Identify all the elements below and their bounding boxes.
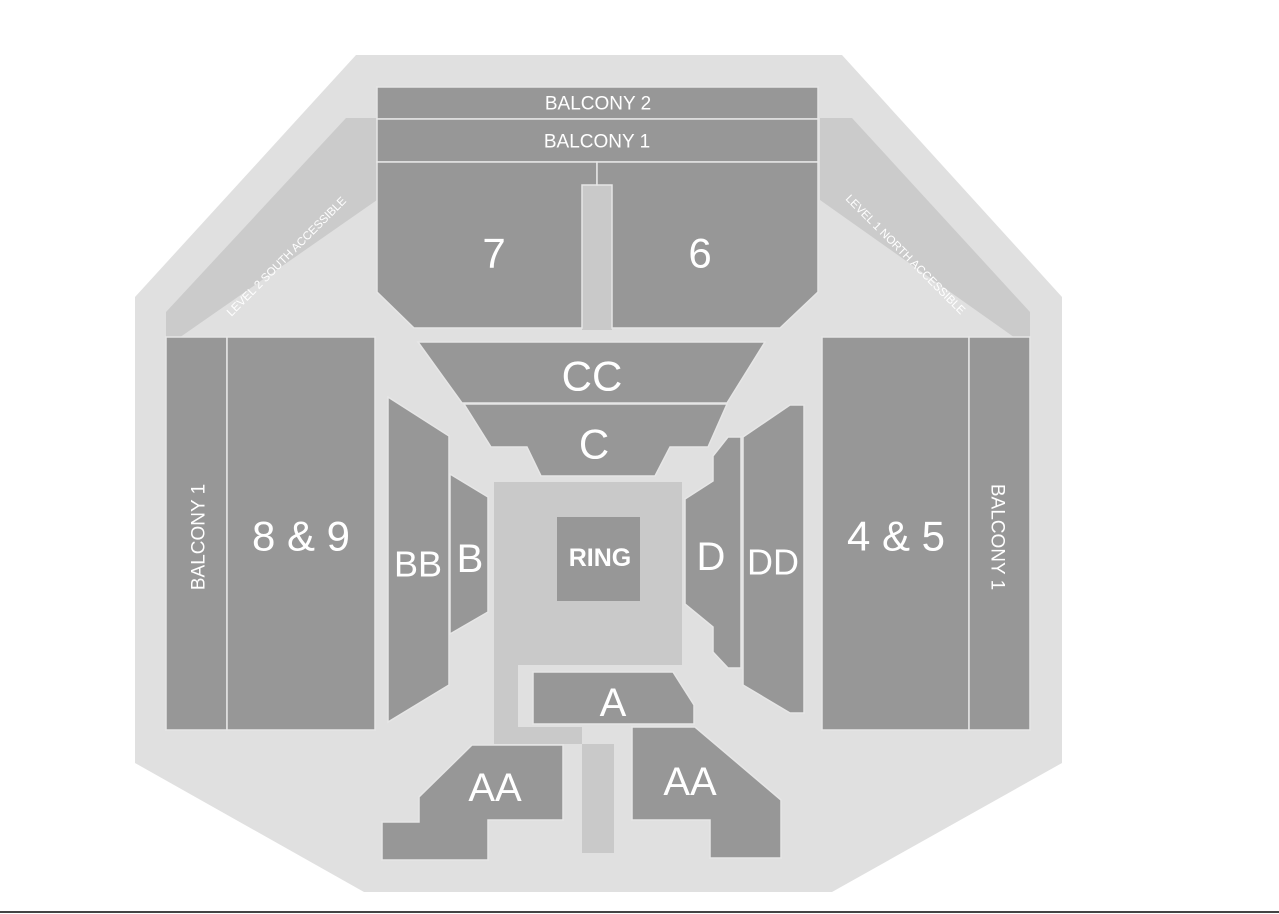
section-6[interactable] — [596, 161, 819, 329]
section-dd-label: DD — [747, 542, 799, 583]
level-2-south-accessible[interactable] — [166, 118, 377, 340]
section-balcony-2[interactable] — [376, 86, 819, 120]
ring[interactable] — [557, 517, 640, 601]
section-4-5[interactable] — [821, 336, 970, 731]
section-cc[interactable] — [416, 341, 767, 404]
section-d[interactable] — [684, 436, 742, 669]
balcony-1-left-label: BALCONY 1 — [189, 484, 210, 590]
section-balcony-1-left[interactable] — [165, 336, 228, 731]
center-aisle — [582, 185, 612, 330]
section-aa-left[interactable] — [381, 744, 564, 861]
balcony-2-label: BALCONY 2 — [545, 94, 651, 115]
section-balcony-1-right[interactable] — [968, 336, 1031, 731]
section-4-5-label: 4 & 5 — [847, 513, 945, 560]
section-dd[interactable] — [742, 404, 805, 714]
bottom-divider — [0, 911, 1279, 913]
balcony-1-top-label: BALCONY 1 — [544, 132, 650, 153]
section-balcony-1-top[interactable] — [376, 118, 819, 163]
section-c-label: C — [579, 421, 609, 468]
section-8-9[interactable] — [226, 336, 376, 731]
balcony-1-right-label: BALCONY 1 — [987, 484, 1008, 590]
section-d-label: D — [697, 535, 726, 579]
section-a[interactable] — [532, 671, 695, 725]
section-6-label: 6 — [688, 230, 711, 277]
section-a-label: A — [600, 681, 627, 725]
section-b[interactable] — [449, 472, 489, 636]
ring-label: RING — [569, 544, 632, 572]
section-b-label: B — [457, 537, 484, 581]
section-bb-label: BB — [394, 544, 442, 585]
level-1-north-accessible[interactable] — [820, 118, 1030, 340]
section-aa-left-label: AA — [468, 766, 522, 810]
section-8-9-label: 8 & 9 — [252, 513, 350, 560]
section-bb[interactable] — [387, 395, 450, 724]
section-c[interactable] — [462, 403, 729, 477]
section-cc-label: CC — [562, 353, 623, 400]
section-aa-right[interactable] — [631, 726, 782, 859]
section-aa-right-label: AA — [663, 760, 717, 804]
section-7-label: 7 — [482, 230, 505, 277]
